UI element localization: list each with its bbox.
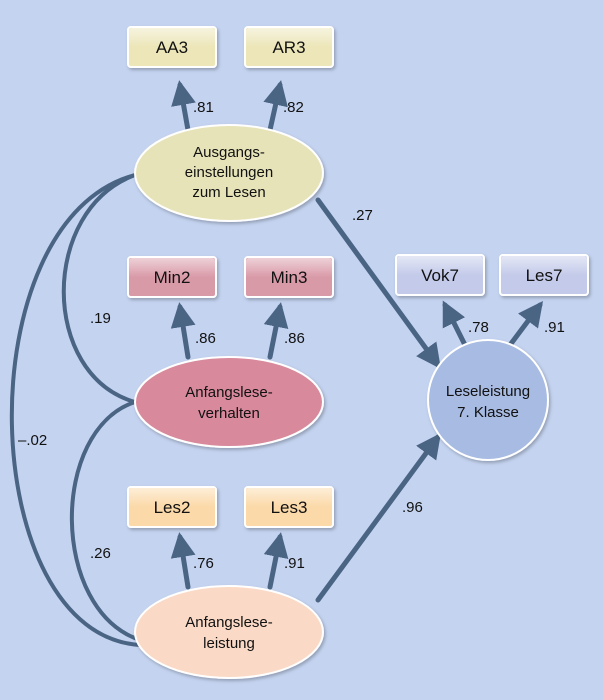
loading-label-les3: .91 — [284, 555, 305, 572]
loading-label-min2: .86 — [195, 330, 216, 347]
corr-label-ausgang-leistung: –.02 — [18, 432, 47, 449]
indicator-les7: Les7 — [499, 254, 589, 296]
latent-ausgang-line-1: Ausgangs- — [193, 144, 265, 161]
latent-ausgang-line-2: einstellungen — [185, 164, 273, 181]
indicator-les3: Les3 — [244, 486, 334, 528]
arrow-min2 — [170, 302, 196, 360]
latent-leistung-line-1: Anfangslese- — [185, 614, 273, 631]
latent-verhalten-line-2: verhalten — [198, 405, 260, 422]
latent-ausgangseinstellungen: Ausgangs- einstellungen zum Lesen — [134, 124, 324, 222]
indicator-aa3-label: AA3 — [156, 38, 188, 57]
indicator-vok7-label: Vok7 — [421, 266, 459, 285]
corr-label-ausgang-verhalten: .19 — [90, 310, 111, 327]
arrow-aa3 — [171, 80, 196, 133]
indicator-min2: Min2 — [127, 256, 217, 298]
indicator-les2-label: Les2 — [154, 498, 191, 517]
corr-curve-ausgang-leistung — [9, 173, 142, 647]
corr-curve-verhalten-leistung — [69, 400, 142, 642]
latent-anfangsleseverhalten: Anfangslese- verhalten — [134, 356, 324, 448]
indicator-ar3-label: AR3 — [272, 38, 305, 57]
latent-leistung-line-2: leistung — [203, 635, 255, 652]
indicator-aa3: AA3 — [127, 26, 217, 68]
corr-label-verhalten-leistung: .26 — [90, 545, 111, 562]
loading-label-vok7: .78 — [468, 319, 489, 336]
indicator-min2-label: Min2 — [154, 268, 191, 287]
arrow-ar3 — [263, 80, 288, 133]
arrow-les7 — [507, 301, 543, 348]
indicator-vok7: Vok7 — [395, 254, 485, 296]
indicator-les3-label: Les3 — [271, 498, 308, 517]
corr-curve-ausgang-verhalten — [61, 173, 137, 404]
indicator-min3-label: Min3 — [271, 268, 308, 287]
latent-lese7-line-1: Leseleistung — [446, 383, 530, 400]
latent-anfangsleseleistung: Anfangslese- leistung — [134, 585, 324, 679]
indicator-les7-label: Les7 — [526, 266, 563, 285]
arrow-ausgang-lese7 — [315, 197, 441, 370]
path-label-ausgang-lese7: .27 — [352, 207, 373, 224]
latent-ausgang-line-3: zum Lesen — [192, 184, 265, 201]
indicator-les2: Les2 — [127, 486, 217, 528]
indicator-ar3: AR3 — [244, 26, 334, 68]
latent-leseleistung-7-klasse: Leseleistung 7. Klasse — [427, 339, 549, 461]
loading-label-min3: .86 — [284, 330, 305, 347]
arrow-les2 — [170, 532, 196, 590]
arrow-les3 — [263, 532, 289, 590]
arrow-min3 — [263, 302, 289, 360]
arrow-vok7 — [442, 300, 468, 348]
loading-label-les7: .91 — [544, 319, 565, 336]
loading-label-les2: .76 — [193, 555, 214, 572]
indicator-min3: Min3 — [244, 256, 334, 298]
loading-label-ar3: .82 — [283, 99, 304, 116]
latent-verhalten-line-1: Anfangslese- — [185, 384, 273, 401]
latent-lese7-line-2: 7. Klasse — [457, 404, 519, 421]
path-label-leistung-lese7: .96 — [402, 499, 423, 516]
loading-label-aa3: .81 — [193, 99, 214, 116]
arrow-leistung-lese7 — [315, 432, 441, 603]
